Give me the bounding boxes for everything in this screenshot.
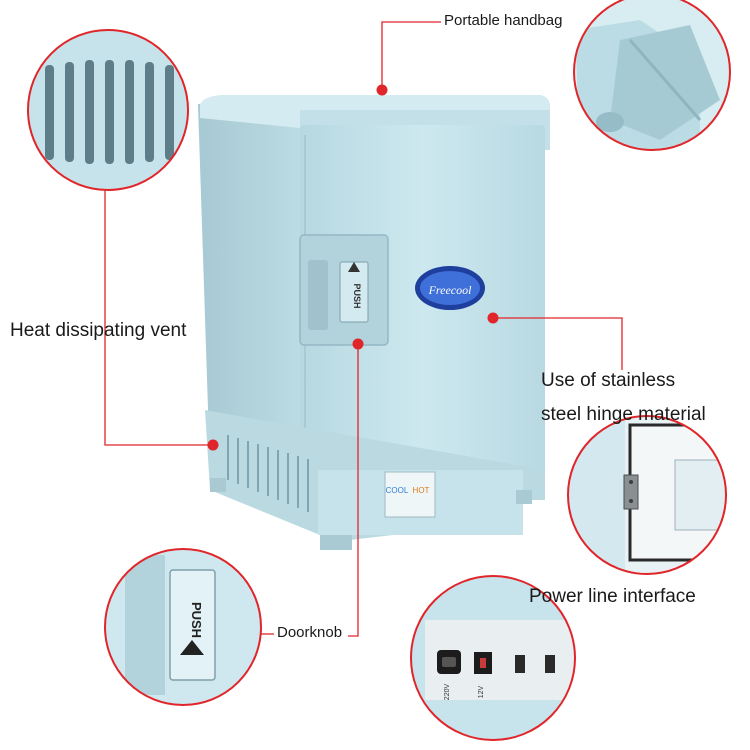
label-stainless-line2: steel hinge material — [541, 404, 706, 425]
push-button-closeup — [169, 569, 216, 681]
label-doorknob: Doorknob — [277, 624, 343, 641]
steel-hinge — [623, 474, 639, 510]
label-stainless-line1: Use of stainless — [541, 370, 676, 391]
callout-dots — [207, 84, 499, 451]
mode-switch — [515, 655, 525, 673]
zoom-circle-hinge — [567, 415, 727, 575]
callout-dot-doorknob — [352, 338, 364, 350]
callout-line-hinge — [493, 317, 623, 370]
callout-dot-vent — [207, 439, 219, 451]
fridge-door — [300, 125, 545, 480]
mode-sticker — [384, 471, 436, 518]
mini-fridge: PUSH Freecool COOL HOT — [198, 95, 550, 550]
label-portable-handbag: Portable handbag — [444, 12, 563, 29]
callout-lines — [104, 21, 623, 637]
power-switch — [545, 655, 555, 673]
zoom-circle-doorknob: PUSH — [104, 548, 262, 706]
callout-dot-hinge — [487, 312, 499, 324]
zoom-circle-handbag — [573, 0, 731, 151]
fridge-side-panel — [198, 104, 300, 480]
zoom-circle-vent — [27, 29, 189, 191]
mode-hot-text: HOT — [413, 486, 430, 495]
side-vent-grille — [227, 435, 309, 512]
push-label: PUSH — [352, 283, 362, 308]
zoom-circle-power: 220V 12V — [410, 575, 576, 741]
push-label-closeup: PUSH — [189, 602, 204, 638]
callout-line-doorknob — [348, 344, 359, 637]
callout-line-handbag — [381, 21, 441, 90]
label-220v: 220V — [444, 684, 451, 701]
label-12v: 12V — [478, 685, 485, 698]
label-power-line-interface: Power line interface — [529, 586, 696, 607]
brand-logo-text: Freecool — [428, 283, 473, 297]
label-heat-dissipating-vent: Heat dissipating vent — [10, 320, 187, 341]
vent-slats — [45, 60, 174, 164]
mode-cool-text: COOL — [386, 486, 409, 495]
callout-line-vent — [104, 190, 210, 446]
callout-dot-handbag — [376, 84, 388, 96]
